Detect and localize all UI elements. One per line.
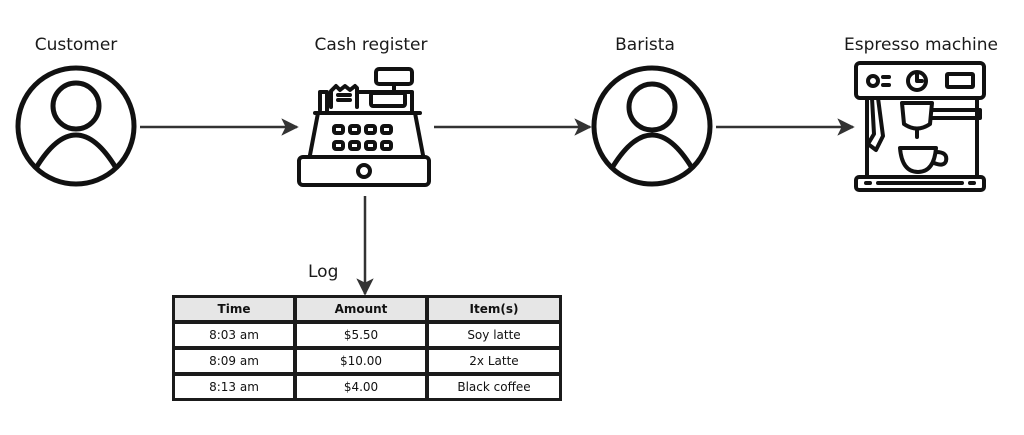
log-cell-time: 8:13 am	[174, 373, 294, 399]
cash-register-label: Cash register	[314, 35, 428, 55]
log-header-items: Item(s)	[426, 297, 560, 321]
log-cell-amount: $4.00	[294, 373, 426, 399]
log-cell-time: 8:09 am	[174, 347, 294, 373]
cash-register-icon	[297, 67, 431, 187]
customer-person-icon	[15, 65, 137, 187]
log-table: Time Amount Item(s) 8:03 am $5.50 Soy la…	[172, 295, 562, 401]
espresso-machine-icon	[854, 61, 986, 192]
log-row: 8:13 am $4.00 Black coffee	[174, 373, 560, 399]
log-header-amount: Amount	[294, 297, 426, 321]
log-cell-amount: $5.50	[294, 321, 426, 347]
log-header-row: Time Amount Item(s)	[174, 297, 560, 321]
log-cell-items: Soy latte	[426, 321, 560, 347]
log-label: Log	[308, 262, 339, 282]
log-cell-items: Black coffee	[426, 373, 560, 399]
log-row: 8:09 am $10.00 2x Latte	[174, 347, 560, 373]
log-row: 8:03 am $5.50 Soy latte	[174, 321, 560, 347]
log-cell-time: 8:03 am	[174, 321, 294, 347]
barista-label: Barista	[615, 35, 675, 55]
customer-label: Customer	[34, 35, 118, 55]
log-header-time: Time	[174, 297, 294, 321]
espresso-machine-label: Espresso machine	[843, 35, 999, 55]
barista-person-icon	[591, 65, 713, 187]
log-cell-items: 2x Latte	[426, 347, 560, 373]
log-cell-amount: $10.00	[294, 347, 426, 373]
